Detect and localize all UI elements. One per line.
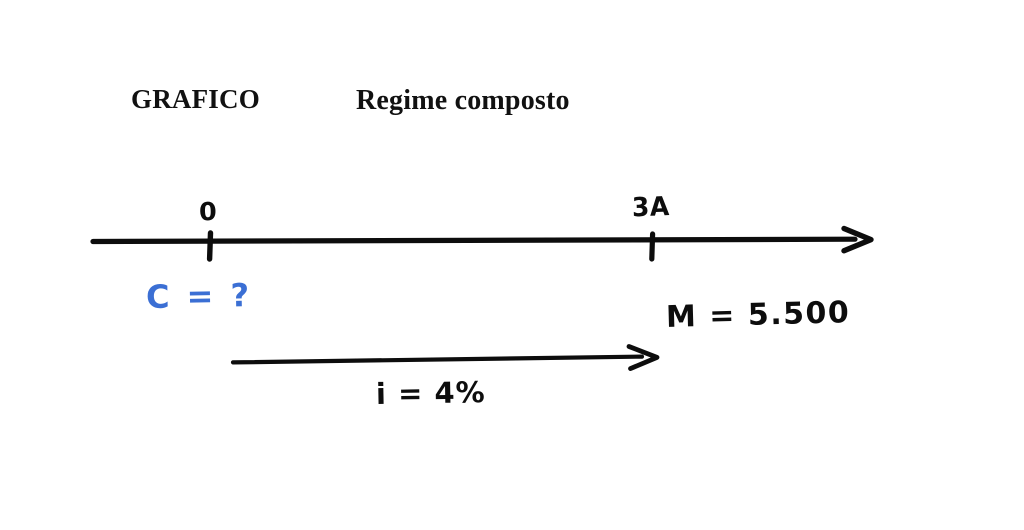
page-title: GRAFICO [131,84,260,114]
capital-annotation: C = ? [145,276,253,316]
montante-annotation: M = 5.500 [665,295,851,335]
capitalization-arrow [230,344,660,371]
tick-label-3a: 3A [631,190,671,223]
tick-3a [649,231,656,262]
capitalization-arrowhead [626,344,660,371]
tick-0 [206,230,214,262]
interest-rate-annotation: i = 4% [375,375,486,411]
tick-label-0: 0 [198,196,218,227]
regime-title: Regime composto [356,85,570,116]
time-axis-arrowhead [841,225,874,254]
time-axis [90,225,874,254]
